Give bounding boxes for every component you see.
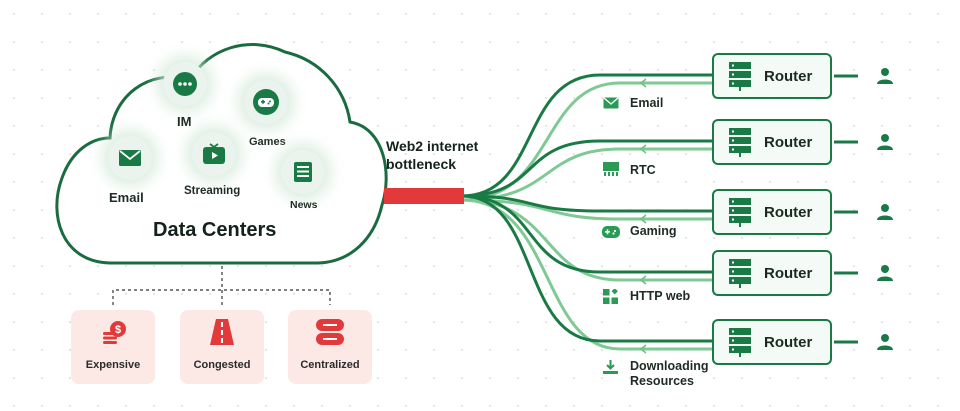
download-icon [603,360,618,375]
games-bubble [244,80,288,124]
traffic-arrow [639,78,647,88]
bottleneck-line-2: bottleneck [386,156,457,172]
traffic-line-dark [460,139,714,198]
email-bubble [108,136,152,180]
user-icon [876,333,894,351]
router-2: Router [712,119,832,165]
bottleneck-label: Web2 internet bottleneck [386,137,478,173]
cloud-to-problems-dashed-lines [112,266,331,305]
bottleneck-bar [384,188,464,204]
road-icon [209,318,235,346]
traffic-arrow [639,275,647,285]
im-label: IM [177,114,192,129]
gamepad-icon [602,226,620,238]
congested-label: Congested [193,359,251,371]
user-icon [876,133,894,151]
news-bubble [281,150,325,194]
svg-text:$: $ [115,324,121,336]
traffic-line-dark [460,194,714,343]
router-label: Router [764,334,813,351]
server-icon [729,128,751,157]
user-icon [876,203,894,221]
router-5: Router [712,319,832,365]
problem-card-congested: Congested [180,310,264,384]
problem-card-expensive: $ Expensive [71,310,155,384]
blocks-icon [603,289,618,304]
tv-play-icon [203,143,225,164]
traffic-arrows [639,78,647,354]
traffic-label-email: Email [630,96,664,110]
traffic-arrow [639,144,647,154]
server-icon [729,198,751,227]
rtc-bars-icon [603,162,619,176]
chat-bubble-icon [173,72,197,96]
traffic-label-downloading: Downloading Resources [630,359,708,389]
data-centers-title: Data Centers [153,219,277,241]
traffic-label-gaming: Gaming [630,224,677,238]
server-icon [729,259,751,288]
traffic-line-dark [460,73,714,198]
user-icon [876,67,894,85]
router-label: Router [764,134,813,151]
envelope-icon [603,97,619,109]
router-4: Router [712,250,832,296]
traffic-line-light [460,198,714,282]
traffic-line-dark [460,194,714,213]
router-to-user-lines [834,74,858,344]
server-icon [729,328,751,357]
router-label: Router [764,204,813,221]
streaming-label: Streaming [184,185,241,197]
server-stack-icon [315,318,345,346]
gamepad-icon [253,89,279,115]
router-label: Router [764,265,813,282]
downloading-line-2: Resources [630,374,694,388]
traffic-arrow [639,344,647,354]
traffic-label-rtc: RTC [630,163,656,177]
traffic-lines-dark [460,73,714,343]
traffic-label-http-web: HTTP web [630,289,691,303]
email-label: Email [109,190,144,205]
downloading-line-1: Downloading [630,359,709,373]
expensive-label: Expensive [85,359,141,371]
problem-card-centralized: Centralized [288,310,372,384]
router-label: Router [764,68,813,85]
games-label: Games [249,136,286,148]
server-icon [729,62,751,91]
im-bubble [163,62,207,106]
traffic-lines-light [460,81,714,351]
bottleneck-line-1: Web2 internet [386,138,479,154]
streaming-bubble [192,132,236,176]
user-icon [876,264,894,282]
traffic-line-light [460,81,714,202]
traffic-line-dark [460,194,714,274]
router-3: Router [712,189,832,235]
envelope-icon [119,150,141,166]
newspaper-icon [294,162,312,182]
centralized-label: Centralized [300,359,360,371]
router-1: Router [712,53,832,99]
news-label: News [290,199,318,211]
coins-dollar-icon: $ [101,318,127,346]
traffic-arrow [639,214,647,224]
